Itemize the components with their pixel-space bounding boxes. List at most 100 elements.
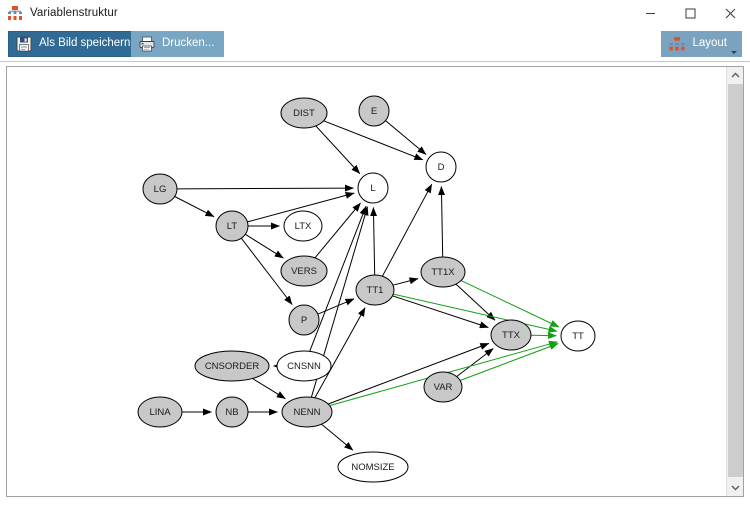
- graph-node[interactable]: D: [425, 151, 457, 183]
- graph-node[interactable]: TT1: [355, 274, 395, 306]
- node-shape[interactable]: [276, 350, 332, 382]
- node-label: LT: [227, 221, 238, 232]
- floppy-disk-icon: [15, 35, 33, 53]
- node-label: NB: [225, 407, 238, 418]
- chevron-down-icon[interactable]: [731, 51, 737, 54]
- printer-icon: [138, 35, 156, 53]
- maximize-icon: [685, 8, 695, 18]
- graph-edge: [385, 120, 427, 155]
- graph-node[interactable]: TTX: [490, 319, 532, 351]
- node-shape[interactable]: [355, 274, 395, 306]
- graph-edge: [174, 196, 215, 218]
- hierarchy-icon: [7, 5, 23, 21]
- chevron-up-icon: [731, 72, 739, 78]
- graph-edge: [456, 348, 494, 377]
- node-shape[interactable]: [215, 396, 249, 428]
- toolbar: Als Bild speichern... Drucken...: [0, 26, 750, 62]
- node-label: NENN: [294, 407, 321, 418]
- graph-edge: [392, 277, 419, 286]
- graph-node[interactable]: NB: [215, 396, 249, 428]
- node-shape[interactable]: [337, 451, 409, 483]
- node-label: E: [371, 106, 377, 117]
- node-shape[interactable]: [280, 97, 328, 129]
- node-label: LG: [154, 184, 167, 195]
- graph-node[interactable]: E: [358, 95, 390, 127]
- vertical-scrollbar[interactable]: [726, 67, 743, 496]
- node-shape[interactable]: [425, 151, 457, 183]
- node-shape[interactable]: [420, 256, 466, 288]
- node-shape[interactable]: [280, 255, 328, 287]
- graph-node[interactable]: CNSNN: [276, 350, 332, 382]
- node-label: TT1X: [431, 267, 455, 278]
- node-label: NOMSIZE: [351, 462, 394, 473]
- graph-node[interactable]: LT: [215, 210, 249, 242]
- node-shape[interactable]: [357, 172, 389, 204]
- graph-edge: [393, 293, 558, 333]
- close-button[interactable]: [710, 0, 750, 26]
- graph-node[interactable]: L: [357, 172, 389, 204]
- node-label: TT1: [367, 285, 384, 296]
- graph-edge: [381, 183, 433, 277]
- scroll-up-button[interactable]: [727, 67, 743, 84]
- node-label: L: [370, 183, 375, 194]
- maximize-button[interactable]: [670, 0, 710, 26]
- graph-node[interactable]: TT: [560, 320, 596, 352]
- node-shape[interactable]: [288, 304, 320, 336]
- graph-edge: [321, 423, 354, 451]
- graph-node[interactable]: LTX: [283, 210, 323, 242]
- scroll-down-button[interactable]: [727, 479, 743, 496]
- graph-node[interactable]: DIST: [280, 97, 328, 129]
- chevron-down-icon: [731, 485, 739, 491]
- node-shape[interactable]: [560, 320, 596, 352]
- edge-layer: [174, 120, 560, 451]
- node-shape[interactable]: [215, 210, 249, 242]
- graph-edge: [317, 298, 355, 315]
- graph-node[interactable]: VAR: [423, 371, 463, 403]
- graph-edge: [455, 283, 496, 321]
- graph-node[interactable]: NENN: [281, 396, 333, 428]
- graph-edge: [392, 295, 489, 329]
- scrollbar-thumb[interactable]: [728, 84, 743, 477]
- save-as-image-button[interactable]: Als Bild speichern...: [8, 31, 150, 57]
- node-shape[interactable]: [137, 396, 183, 428]
- node-shape[interactable]: [358, 95, 390, 127]
- graph-edge: [240, 237, 293, 305]
- minimize-icon: [645, 12, 655, 14]
- node-shape[interactable]: [281, 396, 333, 428]
- node-shape[interactable]: [423, 371, 463, 403]
- graph-edge: [247, 191, 355, 223]
- minimize-button[interactable]: [630, 0, 670, 26]
- save-as-image-label: Als Bild speichern...: [39, 37, 140, 50]
- graph-edge: [328, 342, 490, 405]
- node-label: VAR: [434, 382, 453, 393]
- graph-node[interactable]: P: [288, 304, 320, 336]
- node-label: VERS: [291, 266, 317, 277]
- layout-button[interactable]: Layout: [661, 31, 742, 57]
- graph-edge: [459, 343, 559, 381]
- node-label: TTX: [502, 330, 521, 341]
- graph-node[interactable]: CNSORDER: [194, 350, 270, 382]
- graph-edge: [460, 280, 560, 328]
- graph-node[interactable]: NOMSIZE: [337, 451, 409, 483]
- node-label: P: [301, 315, 307, 326]
- graph-node[interactable]: TT1X: [420, 256, 466, 288]
- graph-edge: [176, 184, 354, 192]
- toolbar-divider: [0, 61, 750, 62]
- node-shape[interactable]: [194, 350, 270, 382]
- node-label: LTX: [295, 221, 312, 232]
- node-label: TT: [572, 331, 584, 342]
- node-shape[interactable]: [142, 173, 178, 205]
- graph-node[interactable]: VERS: [280, 255, 328, 287]
- graph-edge: [438, 186, 446, 258]
- node-shape[interactable]: [283, 210, 323, 242]
- node-label: CNSORDER: [205, 361, 260, 372]
- graph-node[interactable]: LINA: [137, 396, 183, 428]
- graph-node[interactable]: LG: [142, 173, 178, 205]
- node-shape[interactable]: [490, 319, 532, 351]
- print-button[interactable]: Drucken...: [131, 31, 225, 57]
- graph-edge: [314, 307, 366, 399]
